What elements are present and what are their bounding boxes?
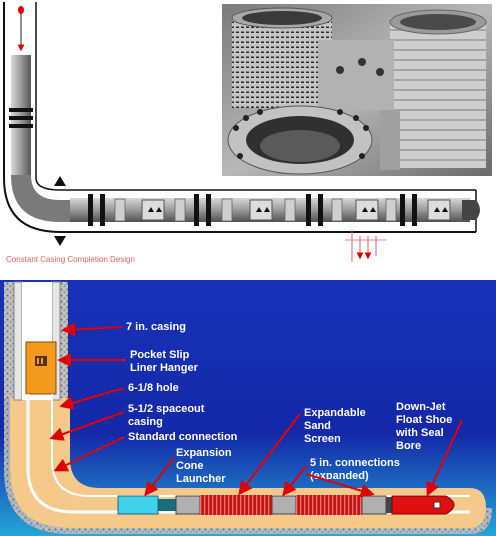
label-shoe-3: with Seal bbox=[395, 427, 444, 439]
label-shoe-4: Bore bbox=[396, 440, 421, 452]
valve-subs bbox=[141, 199, 451, 221]
liner-hanger bbox=[25, 341, 57, 395]
label-screen-1: Expandable bbox=[304, 407, 366, 419]
label-hole: 6-1/8 hole bbox=[128, 382, 179, 394]
label-screen-2: Sand bbox=[304, 420, 331, 432]
label-shoe-1: Down-Jet bbox=[396, 401, 446, 413]
bottom-diagram: 7 in. casing Pocket Slip Liner Hanger 6-… bbox=[0, 280, 496, 536]
label-conn-2: (expanded) bbox=[310, 470, 369, 482]
product-photo bbox=[222, 4, 492, 176]
top-schematic: Constant Casing Completion Design bbox=[3, 2, 492, 264]
label-hanger-1: Pocket Slip bbox=[130, 349, 190, 361]
sand-screen-1 bbox=[200, 495, 272, 515]
label-cone-2: Cone bbox=[176, 460, 204, 472]
wellbore-inner-outline bbox=[35, 2, 476, 191]
label-hanger-2: Liner Hanger bbox=[130, 362, 199, 374]
connection-1 bbox=[175, 495, 201, 515]
label-conn-1: 5 in. connections bbox=[310, 457, 400, 469]
flow-arrows-bottom bbox=[351, 230, 377, 262]
sand-screen-2 bbox=[296, 495, 362, 515]
expansion-cone-launcher bbox=[117, 495, 159, 515]
label-standard: Standard connection bbox=[128, 431, 238, 443]
label-spaceout-2: casing bbox=[128, 416, 163, 428]
liner-outline bbox=[26, 394, 470, 514]
pipe-bend bbox=[11, 175, 70, 222]
float-shoe bbox=[391, 495, 455, 515]
connection-3 bbox=[361, 495, 387, 515]
connection-2 bbox=[271, 495, 297, 515]
label-screen-3: Screen bbox=[304, 433, 341, 445]
wellbore-outline bbox=[3, 2, 476, 233]
label-shoe-2: Float Shoe bbox=[396, 414, 452, 426]
bull-nose bbox=[462, 200, 480, 220]
packer-rings bbox=[88, 194, 417, 226]
label-cone-3: Launcher bbox=[176, 473, 226, 485]
vertical-pipe bbox=[11, 55, 31, 175]
top-caption: Constant Casing Completion Design bbox=[6, 255, 135, 264]
collars bbox=[114, 198, 397, 222]
label-cone-1: Expansion bbox=[176, 447, 232, 459]
label-spaceout-1: 5-1/2 spaceout bbox=[128, 403, 205, 415]
leader-arrows bbox=[49, 322, 463, 498]
flow-dot bbox=[18, 6, 24, 14]
casing-wall-left bbox=[13, 281, 23, 401]
label-casing: 7 in. casing bbox=[126, 321, 186, 333]
